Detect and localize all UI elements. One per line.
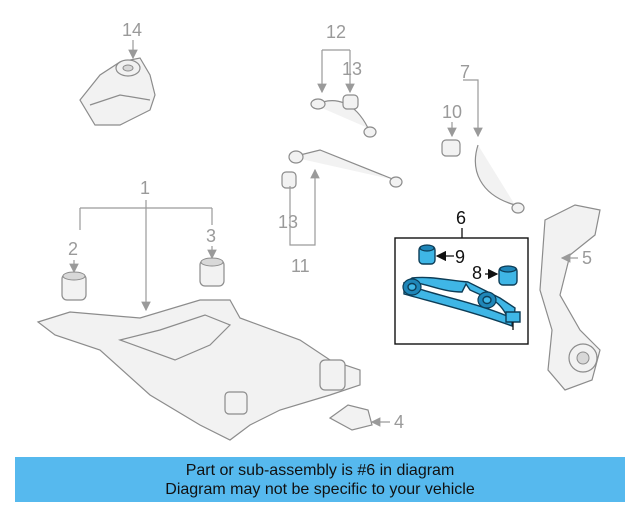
callout-6: 6 xyxy=(456,208,466,228)
callout-13a: 13 xyxy=(342,59,362,79)
callout-7: 7 xyxy=(460,62,470,82)
callout-10: 10 xyxy=(442,102,462,122)
highlight-box xyxy=(394,237,529,345)
bracket-part xyxy=(328,404,373,431)
leader-7 xyxy=(463,79,483,138)
banner-line-1: Part or sub-assembly is #6 in diagram xyxy=(185,461,455,479)
callout-13b: 13 xyxy=(278,212,298,232)
knuckle-part xyxy=(539,204,601,391)
callout-9: 9 xyxy=(455,247,465,267)
upper-arm-part xyxy=(310,94,377,138)
bushing-8-part xyxy=(498,265,518,286)
callout-11: 11 xyxy=(291,256,310,276)
info-banner: Part or sub-assembly is #6 in diagram Di… xyxy=(15,457,625,502)
callout-12: 12 xyxy=(326,22,346,42)
lower-link-part xyxy=(281,149,403,189)
callout-1: 1 xyxy=(140,178,150,198)
callout-2: 2 xyxy=(68,239,78,259)
callout-14: 14 xyxy=(122,20,142,40)
banner-line-2: Diagram may not be specific to your vehi… xyxy=(165,480,475,498)
bushing-3-part xyxy=(199,257,225,287)
bushing-9-part xyxy=(418,244,436,265)
callout-4: 4 xyxy=(394,412,404,432)
callout-8: 8 xyxy=(472,263,482,283)
bushing-2-part xyxy=(61,271,87,301)
engine-mount-part xyxy=(79,57,156,126)
subframe-part xyxy=(36,299,361,441)
leader-11 xyxy=(289,168,320,246)
control-arm-part xyxy=(402,276,521,330)
lower-arm-part xyxy=(441,139,525,214)
parts-diagram: 14 12 13 13 11 7 10 5 xyxy=(36,20,601,441)
callout-5: 5 xyxy=(582,248,592,268)
callout-3: 3 xyxy=(206,226,216,246)
